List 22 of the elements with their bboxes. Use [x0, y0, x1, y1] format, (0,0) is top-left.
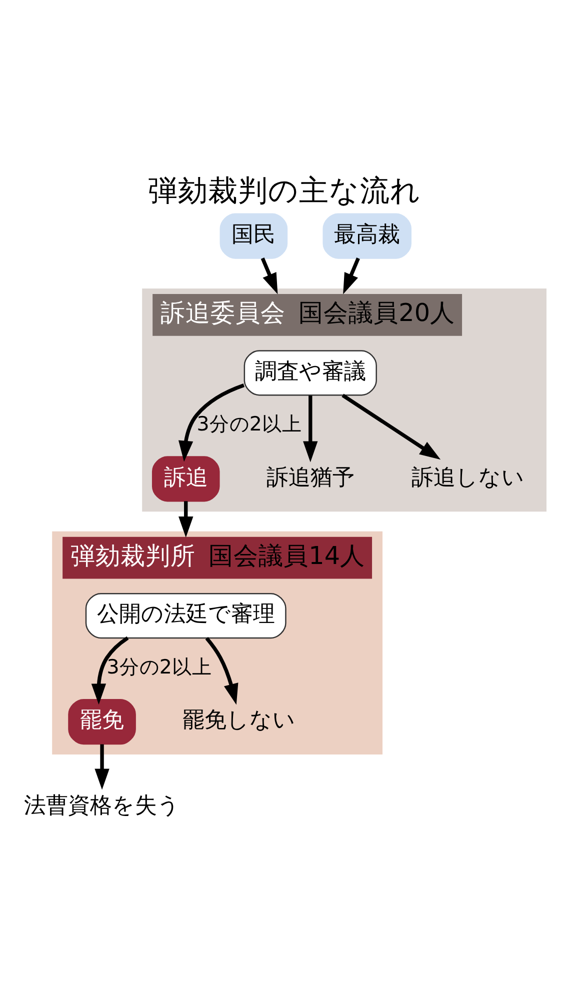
node-box: 国民: [220, 212, 288, 258]
node-box: 調査や審議: [244, 350, 377, 396]
arrow: [303, 395, 318, 462]
arrow: [205, 636, 238, 704]
arrow: [178, 500, 194, 538]
node-text: 訴追猶予: [266, 464, 354, 490]
arrow: [91, 636, 129, 704]
arrow: [342, 393, 441, 460]
node-box: 公開の法廷で審理: [85, 592, 286, 638]
edge-label: 3分の2以上: [196, 412, 302, 436]
arrow: [94, 744, 110, 790]
arrow: [260, 257, 278, 294]
diagram-title: 弾劾裁判の主な流れ: [148, 173, 421, 208]
node-box: 訴追: [152, 456, 220, 502]
arrow: [343, 257, 360, 294]
node-box: 最高裁: [322, 212, 412, 258]
node-box: 罷免: [68, 698, 136, 744]
edge-label: 3分の2以上: [106, 654, 212, 678]
node-text: 法曹資格を失う: [24, 792, 180, 818]
arrow: [178, 383, 245, 462]
node-text: 罷免しない: [182, 706, 296, 733]
node-text: 訴追しない: [412, 464, 525, 490]
